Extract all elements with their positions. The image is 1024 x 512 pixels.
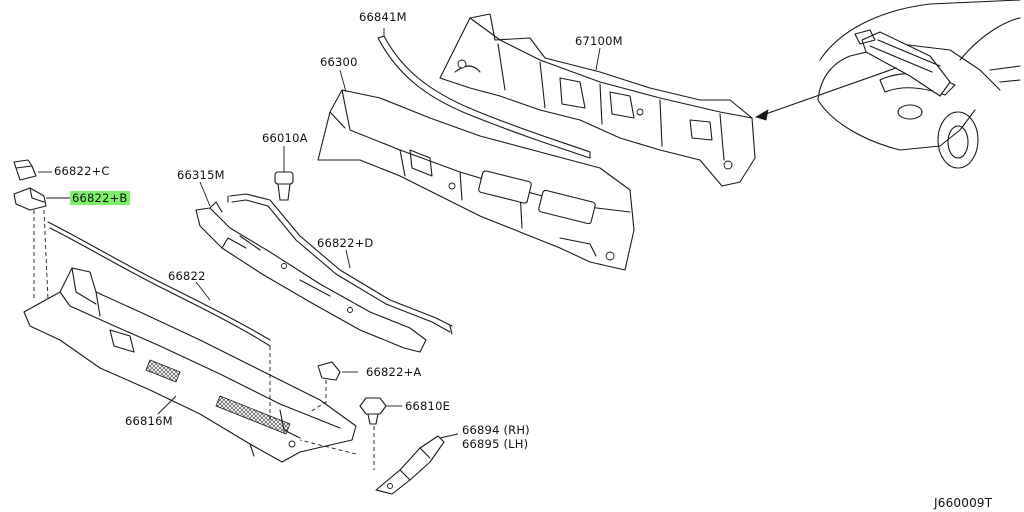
seal-66822 xyxy=(47,221,271,347)
label-66816m: 66816M xyxy=(125,414,173,428)
dash-panel-67100m xyxy=(439,13,756,187)
label-66895-lh: 66895 (LH) xyxy=(462,437,529,451)
clip-66822-a xyxy=(317,361,358,381)
car-location-inset xyxy=(755,0,1021,169)
seal-66315m xyxy=(195,201,427,353)
grommet-66010a xyxy=(274,146,294,201)
label-66822: 66822 xyxy=(168,269,206,283)
clip-66822-b xyxy=(13,187,70,301)
label-66841m: 66841M xyxy=(359,10,407,24)
clip-66822-c xyxy=(13,159,52,181)
label-67100m: 67100M xyxy=(575,34,623,48)
cowl-top-66300 xyxy=(317,89,635,271)
label-66822-a: 66822+A xyxy=(366,365,422,379)
bracket-66894-66895 xyxy=(375,433,459,495)
label-66315m: 66315M xyxy=(177,168,225,182)
label-66810e: 66810E xyxy=(405,399,451,413)
seal-strip-66841m xyxy=(377,35,591,159)
label-66822-b-highlighted: 66822+B xyxy=(70,191,130,205)
label-66894-rh: 66894 (RH) xyxy=(462,423,530,437)
diagram-id: J660009T xyxy=(934,496,993,510)
label-66300: 66300 xyxy=(320,55,358,69)
label-66010a: 66010A xyxy=(262,131,308,145)
label-66822-d: 66822+D xyxy=(317,236,374,250)
label-66822-c: 66822+C xyxy=(54,164,110,178)
strip-66822-d xyxy=(227,193,453,335)
cowl-cover-66816m xyxy=(23,267,357,463)
clip-66810e xyxy=(299,397,402,470)
